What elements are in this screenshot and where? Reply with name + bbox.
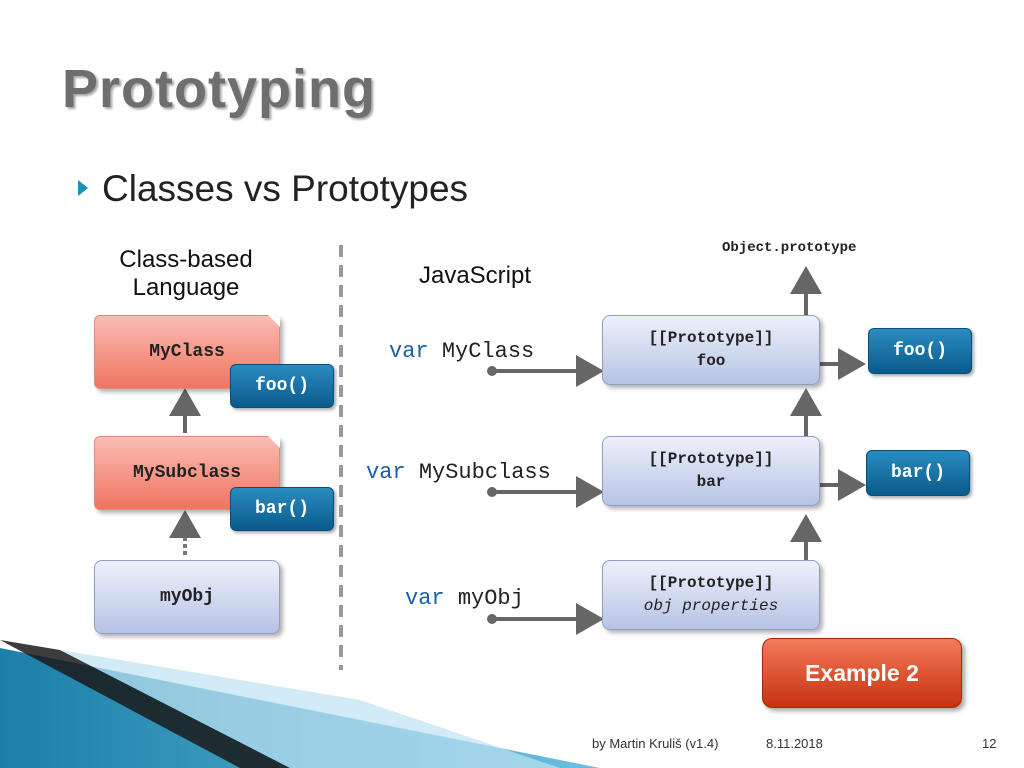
class-based-heading-line1: Class-based [119, 246, 253, 273]
member-label: bar [696, 473, 726, 491]
object-prototype-label: Object.prototype [722, 240, 857, 256]
class-based-heading-line2: Language [132, 274, 240, 301]
var-name: MyClass [441, 339, 535, 364]
member-label: foo [696, 352, 726, 370]
footer-author: by Martin Kruliš (v1.4) [592, 736, 719, 751]
mysubclass-proto-box: [[Prototype]] bar [602, 436, 820, 506]
myobj-label: myObj [159, 587, 214, 607]
var-myclass: var MyClass [389, 339, 534, 364]
divider-line [339, 245, 343, 670]
var-keyword: var [389, 339, 429, 364]
var-keyword: var [405, 586, 445, 611]
javascript-heading: JavaScript [418, 262, 532, 289]
proto-label: [[Prototype]] [648, 329, 774, 347]
myclass-box: MyClass [94, 315, 280, 389]
bullet-arrow-icon [78, 180, 88, 196]
js-bar-method-box: bar() [866, 450, 970, 496]
footer-page-number: 12 [982, 736, 997, 751]
myclass-proto-box: [[Prototype]] foo [602, 315, 820, 385]
class-based-heading: Class-based Language [96, 246, 276, 302]
bar-method-box: bar() [230, 487, 334, 531]
proto-label: [[Prototype]] [648, 574, 774, 592]
slide-title: Prototyping [62, 59, 376, 119]
myobj-box: myObj [94, 560, 280, 634]
example-2-button[interactable]: Example 2 [762, 638, 962, 708]
var-name: myObj [457, 586, 524, 611]
var-mysubclass: var MySubclass [366, 460, 551, 485]
var-name: MySubclass [418, 460, 551, 485]
member-label: obj properties [643, 597, 779, 615]
footer-date: 8.11.2018 [766, 736, 823, 751]
myobj-proto-box: [[Prototype]] obj properties [602, 560, 820, 630]
bullet-text: Classes vs Prototypes [102, 168, 469, 209]
foo-method-box: foo() [230, 364, 334, 408]
var-myobj: var myObj [405, 586, 524, 611]
js-foo-method-box: foo() [868, 328, 972, 374]
var-keyword: var [366, 460, 406, 485]
proto-label: [[Prototype]] [648, 450, 774, 468]
